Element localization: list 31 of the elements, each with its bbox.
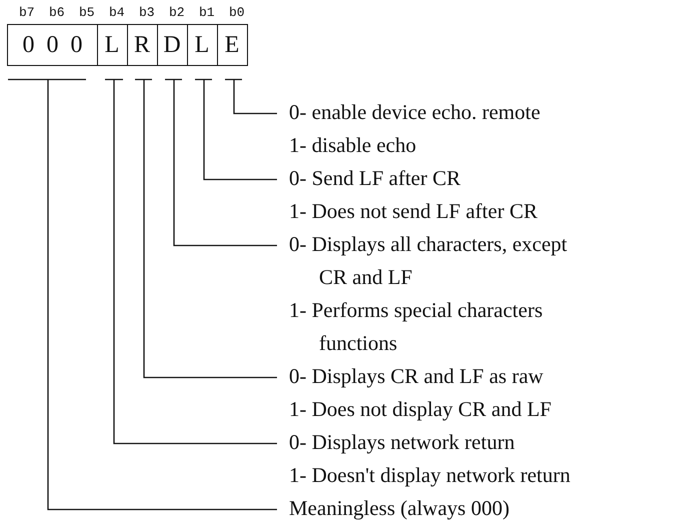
bit-number: b1 [199, 5, 215, 20]
bit-description: 0- Displays network return [289, 429, 516, 456]
bit-number: b2 [169, 5, 185, 20]
leader-line [104, 78, 278, 444]
bit-description: 0- Displays all characters, except CR and LF [289, 231, 568, 291]
bit-description: 1- disable echo [289, 132, 418, 159]
bit-description: 1- Does not display CR and LF [289, 396, 552, 423]
bit-description: 1- Does not send LF after CR [289, 198, 538, 225]
bit-number: b7 [19, 5, 35, 20]
register-bit-field: D [157, 24, 188, 66]
bit-description: 0- enable device echo. remote [289, 99, 542, 126]
bit-description: 0- Displays CR and LF as raw [289, 363, 544, 390]
leader-line [224, 78, 278, 114]
bit-number: b3 [139, 5, 155, 20]
bit-number: b4 [109, 5, 125, 20]
leader-line [194, 78, 278, 180]
bit-description: 0- Send LF after CR [289, 165, 462, 192]
register-bit-field: E [217, 24, 248, 66]
bit-description: Meaningless (always 000) [289, 495, 510, 522]
leader-line [164, 78, 278, 246]
register-bit-field: R [127, 24, 158, 66]
leader-line [7, 78, 278, 510]
bit-number: b5 [79, 5, 95, 20]
bit-number: b6 [49, 5, 65, 20]
bit-description: 1- Doesn't display network return [289, 462, 572, 489]
register-bit-field: L [187, 24, 218, 66]
leader-line [134, 78, 278, 378]
bit-description: 1- Performs special characters functions [289, 297, 544, 357]
register-bit-field: 0 0 0 [7, 24, 98, 66]
register-bit-field: L [97, 24, 128, 66]
bit-number: b0 [229, 5, 245, 20]
